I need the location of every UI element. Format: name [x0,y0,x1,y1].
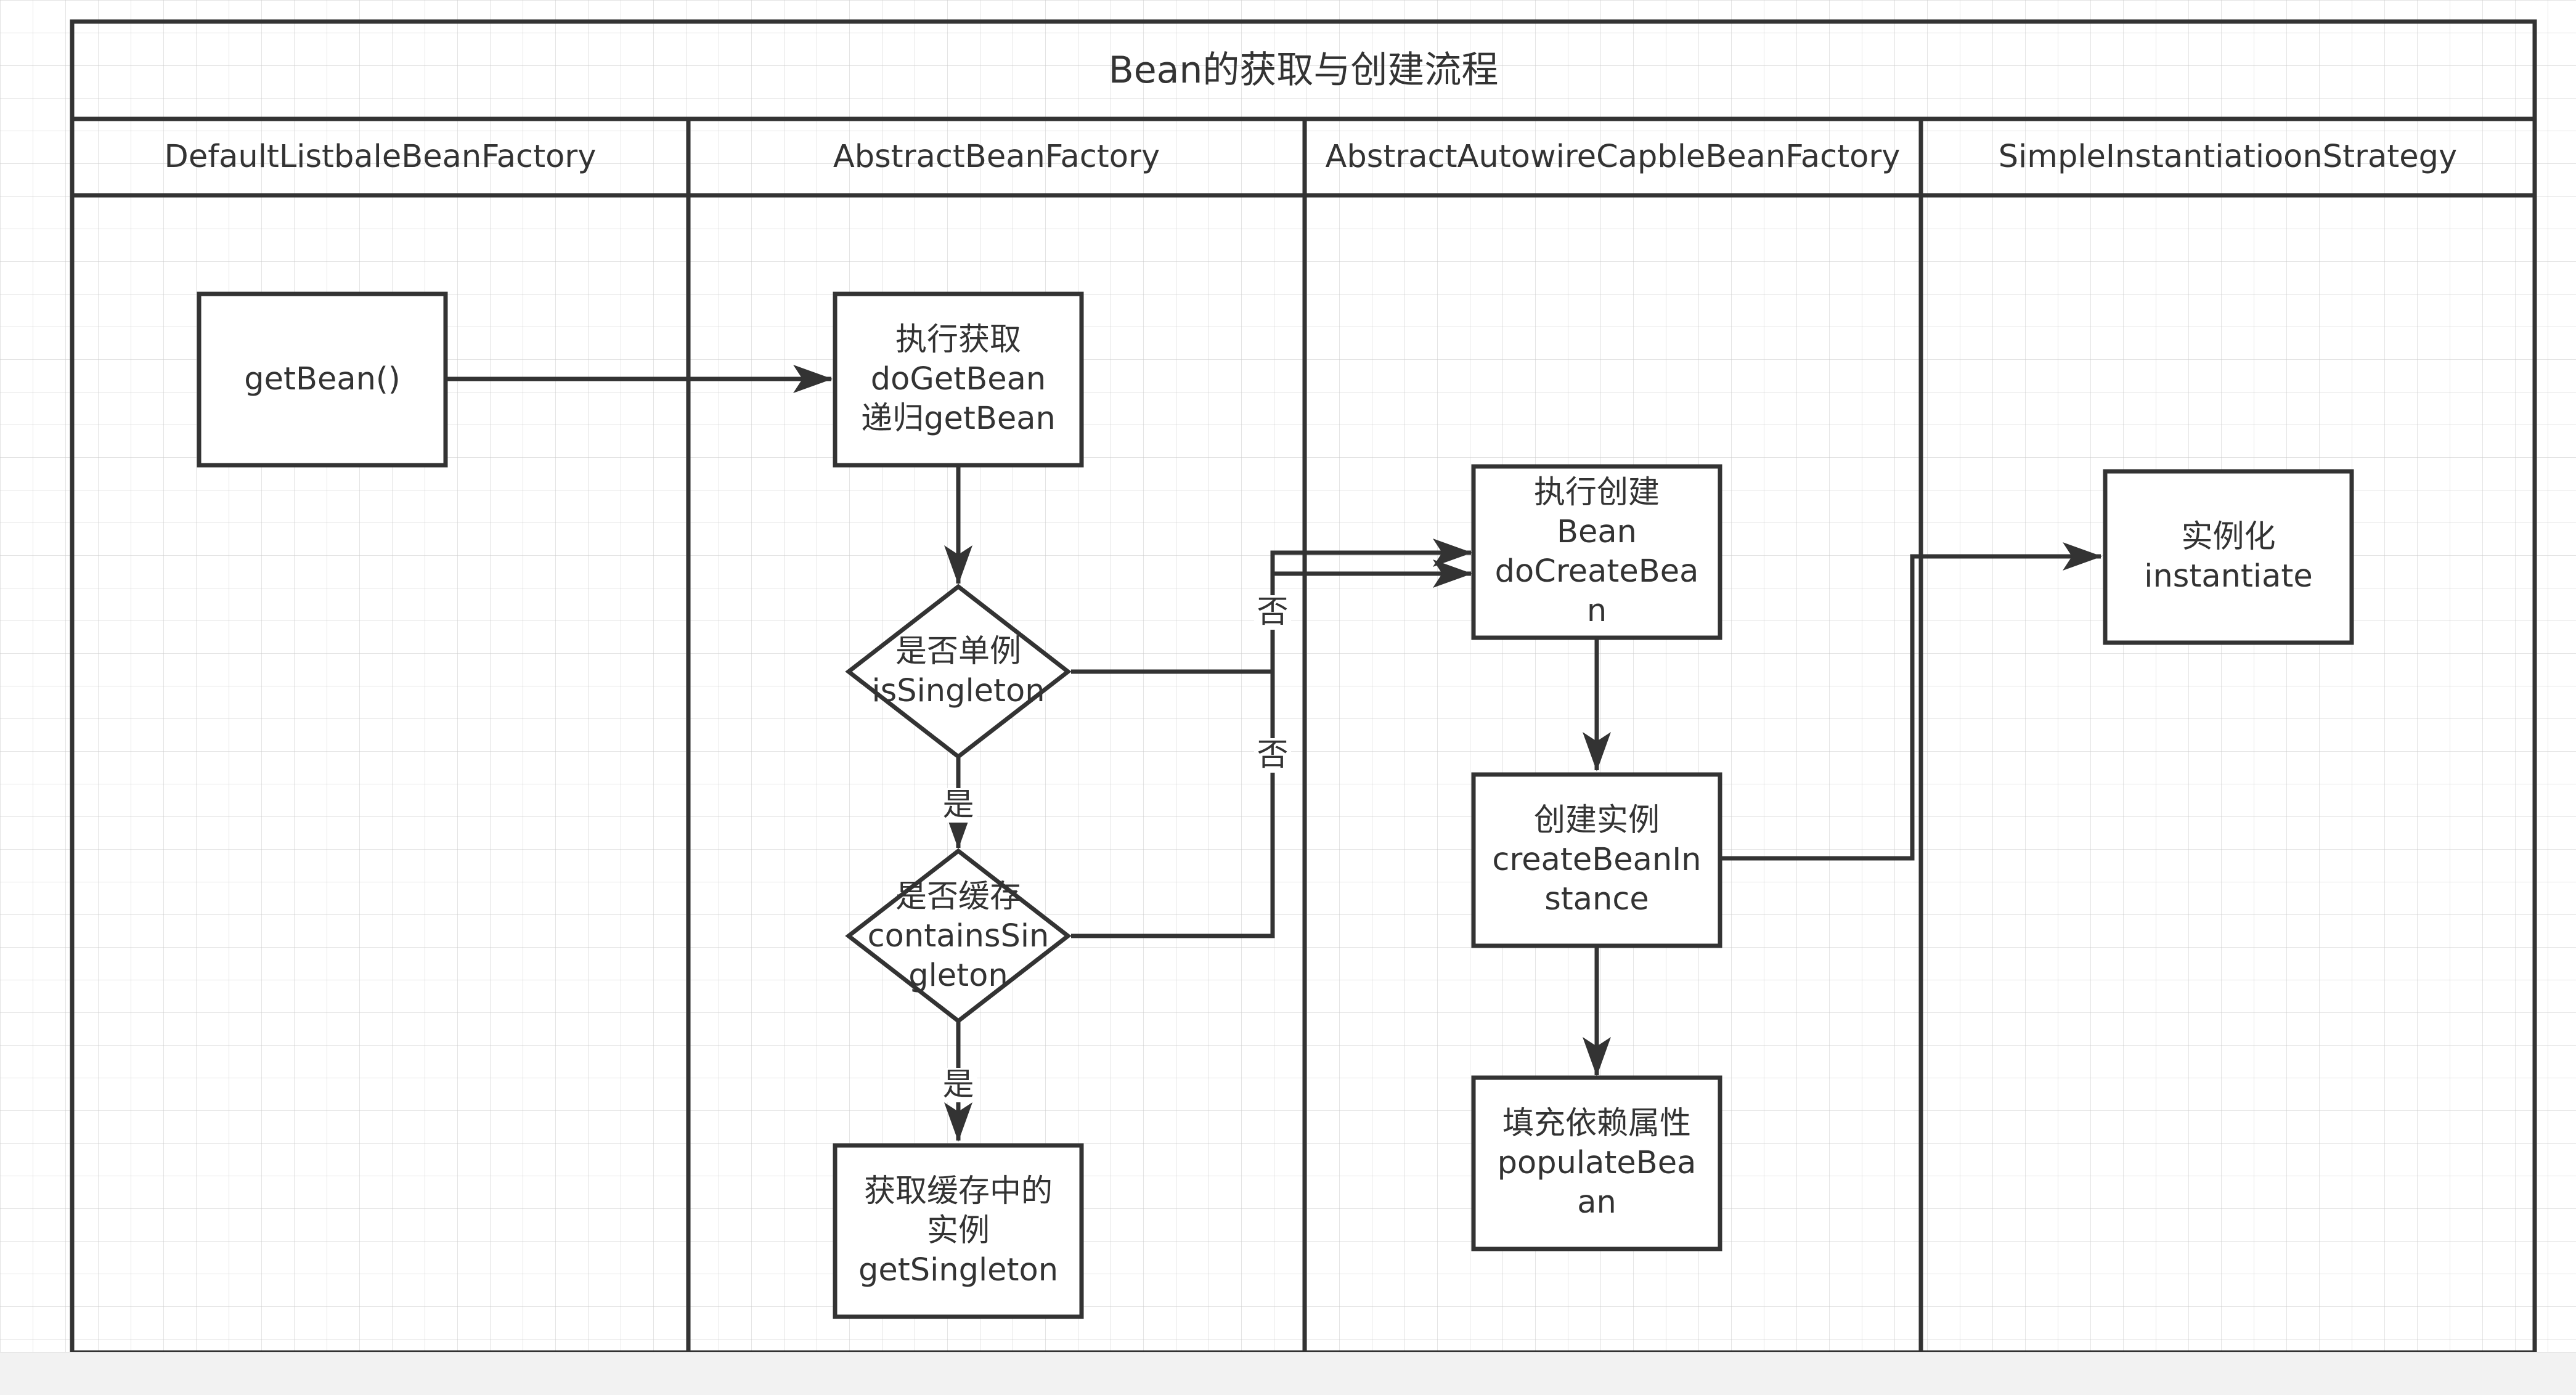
swimlane-frame [70,19,2537,1355]
edge-createbeaninstance-to-instantiate [1721,542,2102,861]
edges [446,365,2102,1142]
node-instantiate [2103,469,2354,645]
node-create-bean-instance [1471,772,1722,948]
nodes [197,291,2354,1319]
node-get-bean [197,291,448,468]
node-get-singleton [833,1143,1084,1319]
bottom-status-bar [0,1352,2576,1395]
node-do-get-bean [833,291,1084,468]
node-contains-singleton [845,848,1072,1024]
edge-containssingleton-no-to-docreatebean [1071,559,1472,938]
node-populate-bean [1471,1075,1722,1251]
node-do-create-bean [1471,464,1722,640]
node-is-singleton [845,584,1072,760]
